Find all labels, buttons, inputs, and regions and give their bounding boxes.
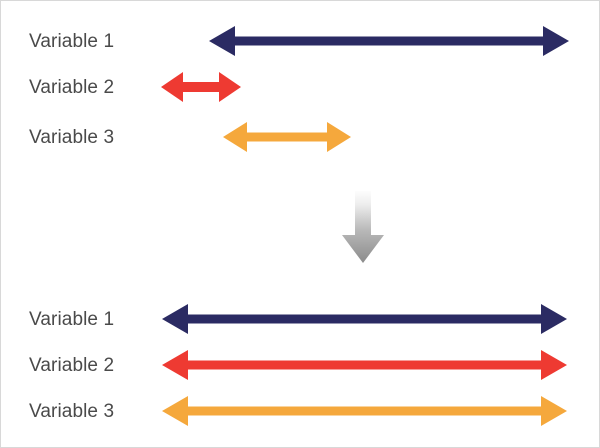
top-arrow-variable-2-icon xyxy=(161,72,241,102)
bottom-label-variable-3: Variable 3 xyxy=(29,401,115,422)
top-arrow-variable-1-icon xyxy=(209,26,569,56)
bottom-label-variable-1: Variable 1 xyxy=(29,309,115,330)
top-label-variable-2: Variable 2 xyxy=(29,77,115,98)
top-label-variable-3: Variable 3 xyxy=(29,127,115,148)
bottom-arrow-variable-1-icon xyxy=(162,304,567,334)
bottom-arrow-variable-2-icon xyxy=(162,350,567,380)
bottom-label-variable-2: Variable 2 xyxy=(29,355,115,376)
top-arrow-variable-3-icon xyxy=(223,122,351,152)
down-arrow-icon xyxy=(342,191,384,263)
bottom-arrow-variable-3-icon xyxy=(162,396,567,426)
top-label-variable-1: Variable 1 xyxy=(29,31,115,52)
